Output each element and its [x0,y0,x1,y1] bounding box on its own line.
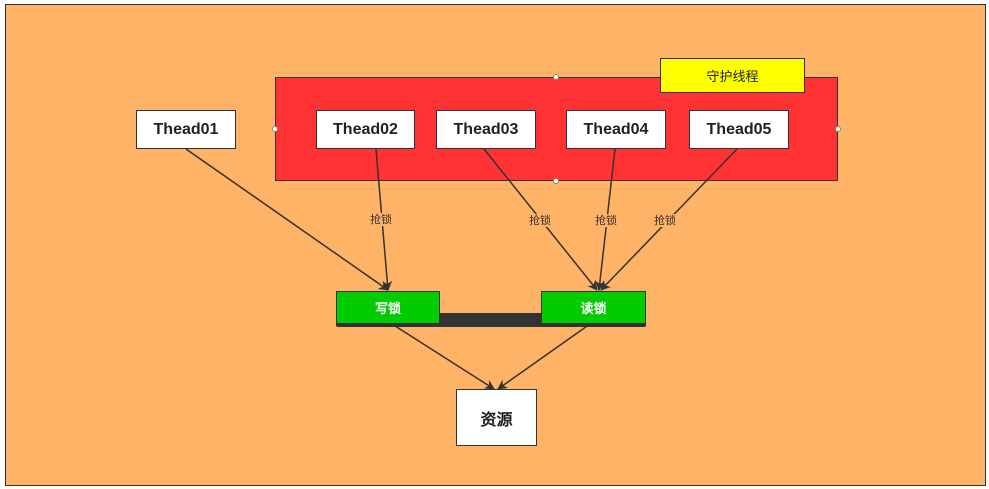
group-handle-bottom[interactable] [553,178,559,184]
thread-node-5: Thead05 [689,110,789,149]
edge-label-thread3: 抢锁 [528,214,552,227]
write-lock: 写锁 [336,291,440,324]
edge-label-thread5: 抢锁 [653,214,677,227]
edge-write-resource [391,323,495,390]
thread-node-1: Thead01 [136,110,236,149]
edge-label-thread2: 抢锁 [369,213,393,226]
edge-read-resource [497,323,591,390]
edge-thread1-write [185,148,389,291]
edge-label-thread4: 抢锁 [594,214,618,227]
resource-node: 资源 [456,389,537,446]
group-handle-left[interactable] [272,126,278,132]
daemon-thread-label: 守护线程 [660,58,805,93]
read-lock: 读锁 [541,291,646,324]
thread-node-3: Thead03 [436,110,536,149]
group-handle-top[interactable] [553,74,559,80]
thread-node-4: Thead04 [566,110,666,149]
group-handle-right[interactable] [835,126,841,132]
thread-node-2: Thead02 [316,110,415,149]
